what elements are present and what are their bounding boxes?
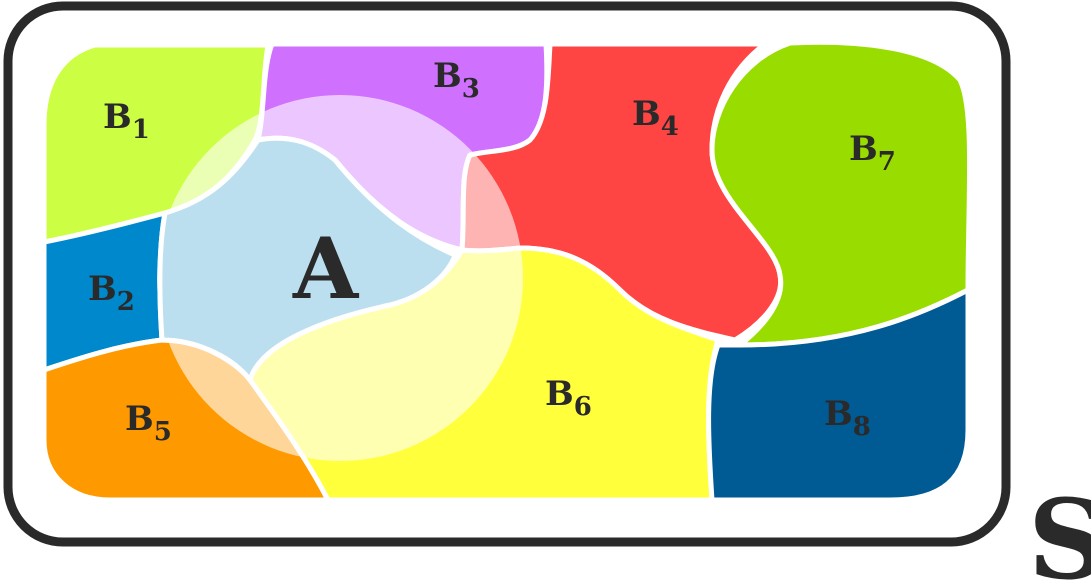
event-a-label: A [292, 219, 360, 318]
region-b2-label: B2 [88, 269, 135, 317]
event-a-core [157, 135, 459, 386]
region-b4-label: B4 [632, 94, 679, 142]
region-b8-label: B8 [824, 394, 871, 442]
region-b5-label: B5 [125, 399, 172, 447]
sample-space-label: S [1028, 475, 1091, 585]
region-b3-label: B3 [433, 56, 480, 104]
region-b7-label: B7 [849, 129, 896, 177]
region-b6-label: B6 [545, 374, 592, 422]
region-b1-label: B1 [103, 97, 150, 145]
region-b8 [706, 287, 971, 503]
